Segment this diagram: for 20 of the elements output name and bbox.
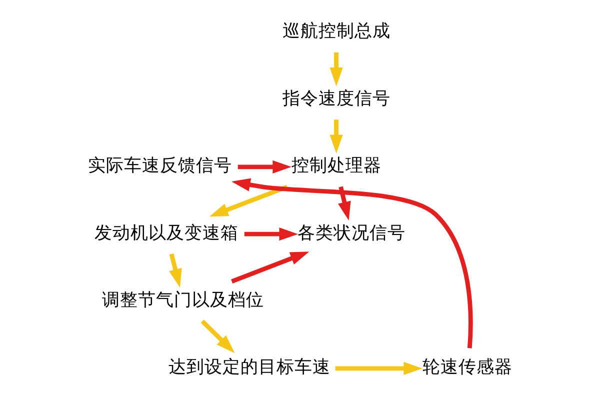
node-text: 巡航控制总成	[282, 22, 390, 42]
arrow	[230, 252, 309, 284]
arrow	[200, 320, 234, 354]
arrow	[237, 160, 291, 174]
node-text: 实际车速反馈信号	[88, 156, 232, 176]
arrow	[329, 120, 342, 154]
node-text: 指令速度信号	[282, 88, 390, 109]
arrow	[208, 184, 288, 217]
arrow	[329, 52, 342, 86]
arrow	[230, 178, 472, 348]
arrow	[244, 228, 298, 241]
arrow	[338, 186, 350, 220]
node-text: 发动机以及变速箱	[94, 223, 238, 244]
arrow	[334, 362, 422, 376]
node-text: 各类状况信号	[297, 223, 406, 244]
node-text: 调整节气门以及档位	[102, 290, 264, 310]
node-text: 轮速传感器	[422, 358, 512, 378]
node-text: 控制处理器	[290, 156, 381, 176]
node-text: 达到设定的目标车速	[168, 358, 330, 378]
arrow	[168, 253, 182, 288]
